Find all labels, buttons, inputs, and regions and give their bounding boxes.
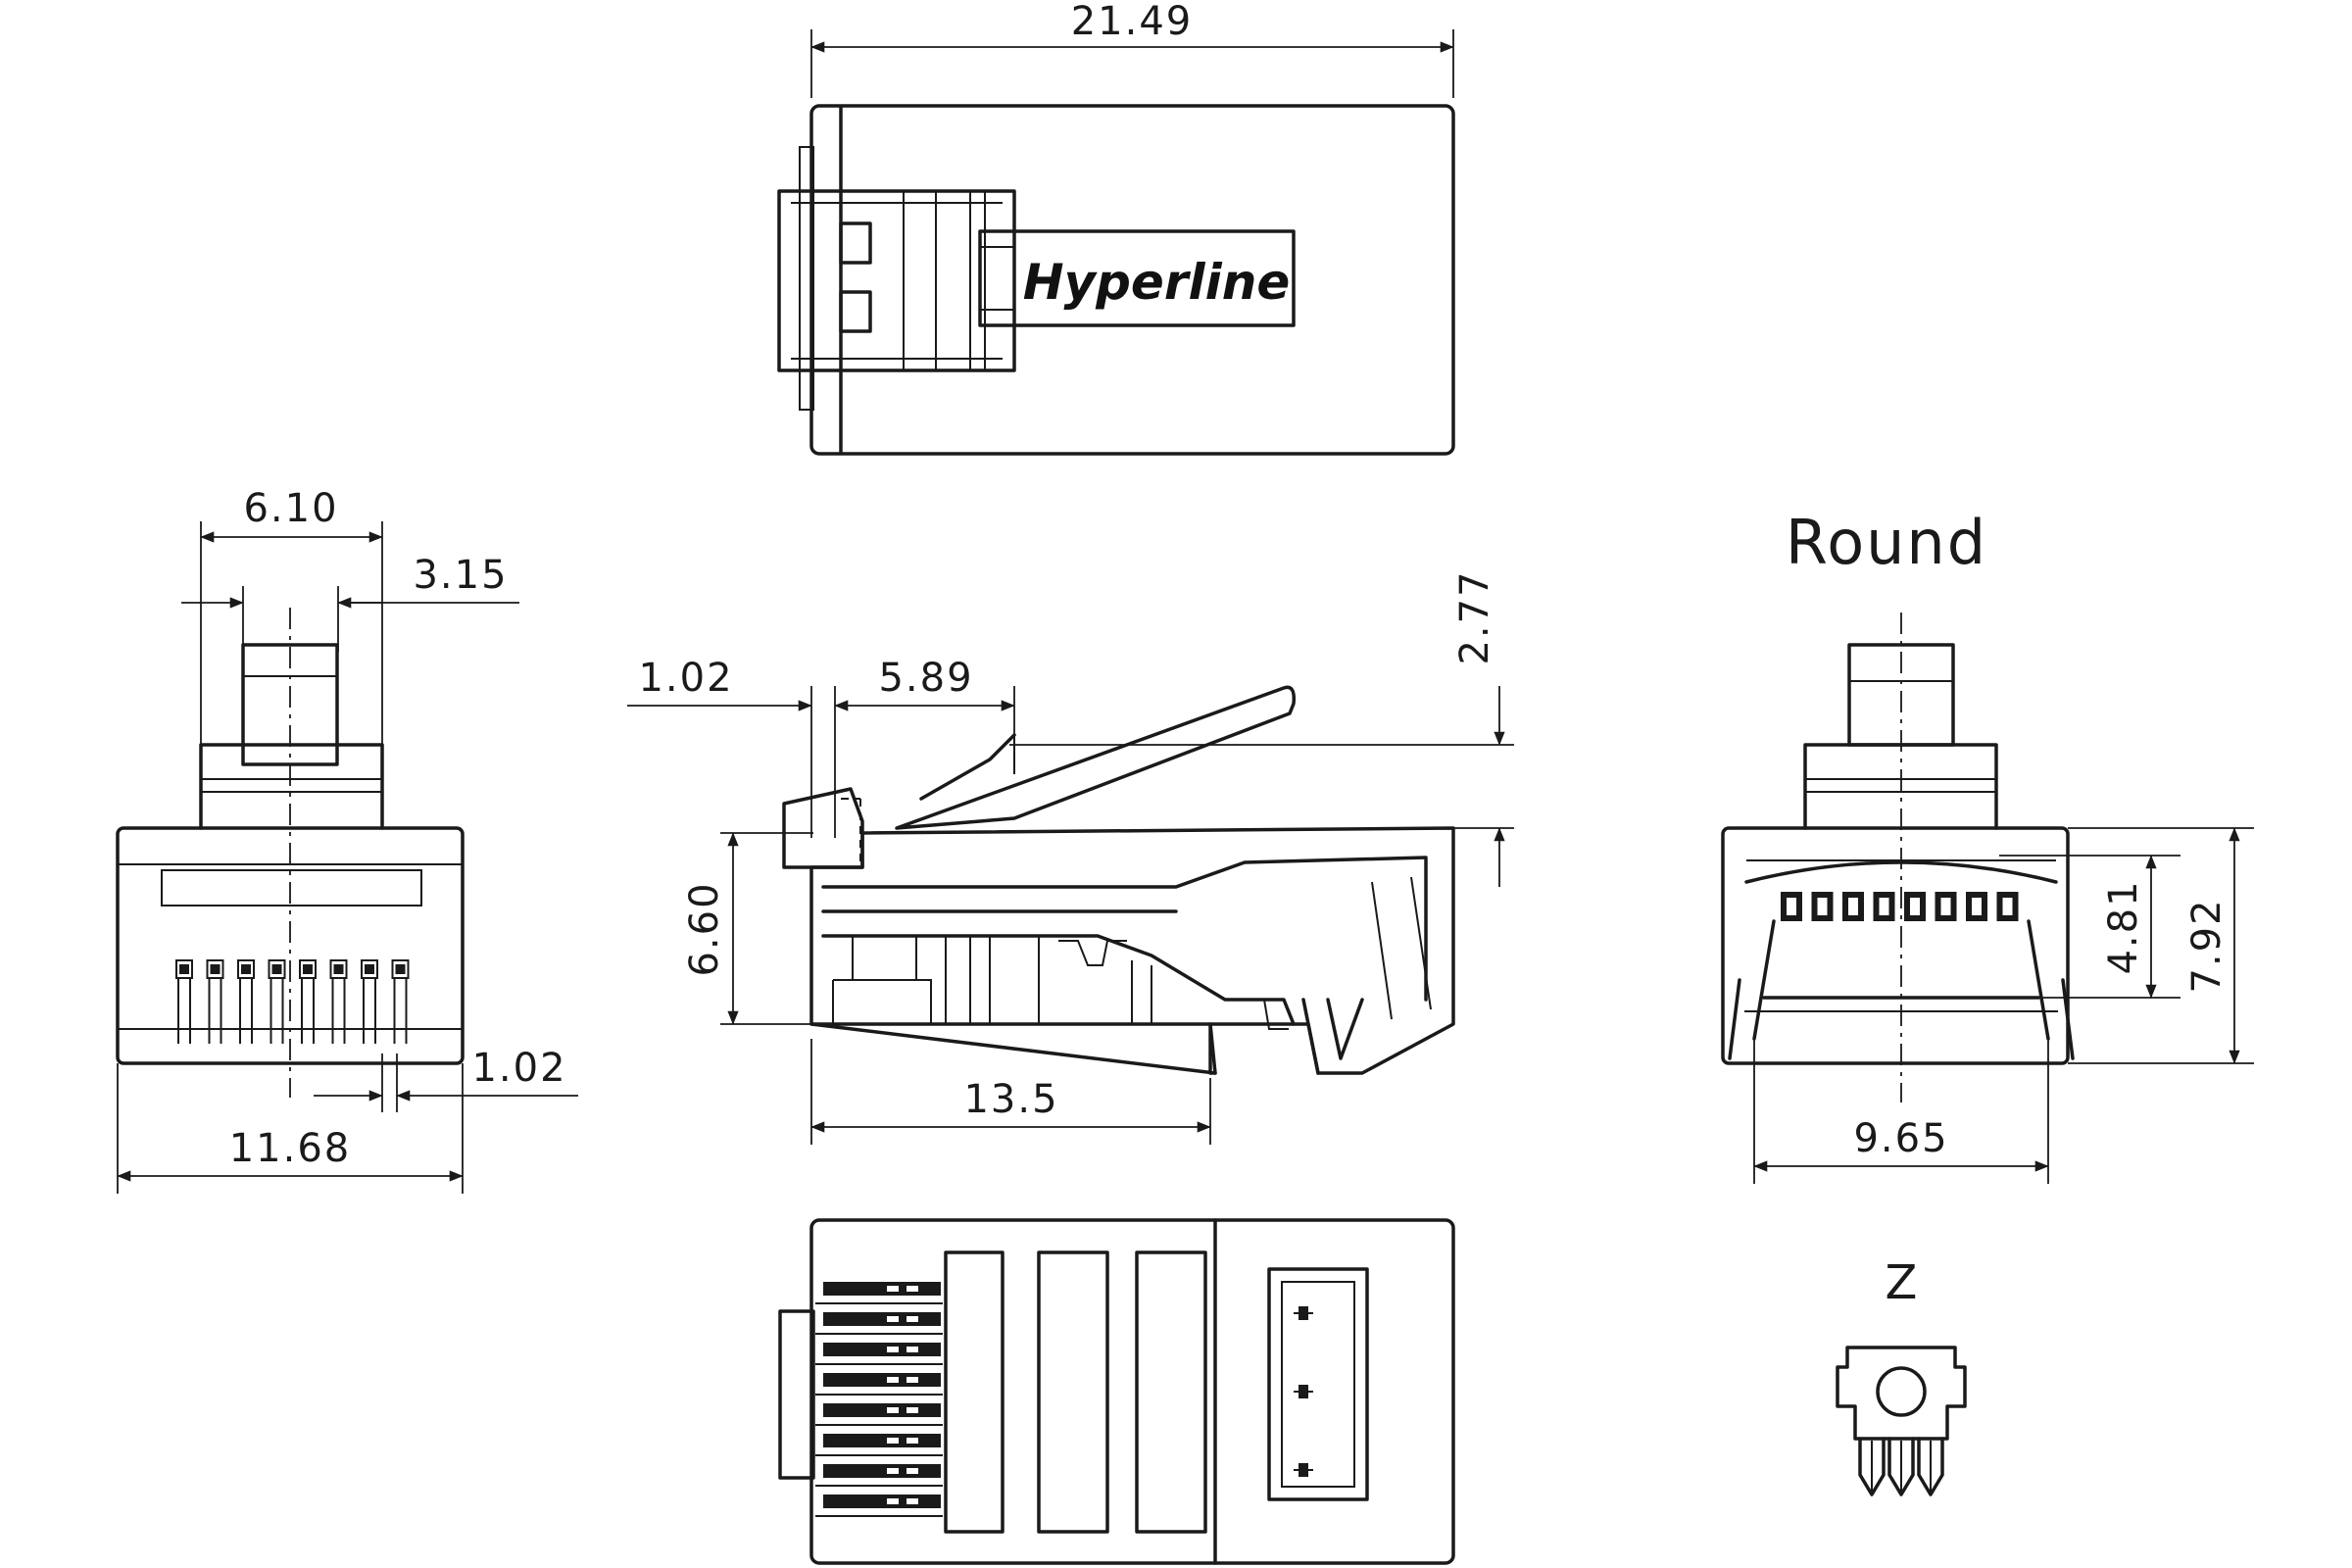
round-body-outline [1721, 826, 2070, 1065]
front-contact-blade [268, 959, 286, 1044]
front-view: 6.10 3.15 1.02 11.68 [116, 486, 578, 1194]
round-contact-slot [1781, 892, 1802, 921]
front-contact-blade [391, 959, 410, 1044]
dim-6-10-label: 6.10 [243, 486, 338, 531]
dim-side-1-02-label: 1.02 [638, 656, 733, 701]
bottom-contact-blade [815, 1464, 943, 1487]
side-view: 1.02 5.89 2.77 6.60 [627, 569, 1514, 1145]
round-title: Round [1786, 507, 1987, 578]
bottom-contact-blade [815, 1282, 943, 1304]
dim-21-49-label: 21.49 [1071, 0, 1194, 44]
dim-2-77-label: 2.77 [1452, 569, 1497, 664]
round-contact-slot [1811, 892, 1834, 921]
round-contacts [1781, 892, 2019, 921]
detail-z: Z [1836, 1255, 1967, 1496]
dim-4-81-label: 4.81 [2101, 879, 2146, 974]
front-contacts [175, 959, 410, 1044]
front-latch-tab [241, 643, 339, 766]
dim-13-5-label: 13.5 [963, 1077, 1058, 1122]
front-body-outline [116, 826, 465, 1065]
dim-7-92-label: 7.92 [2184, 898, 2230, 993]
round-contact-slot [1842, 892, 1864, 921]
round-contact-slot [1996, 892, 2019, 921]
dim-5-89-label: 5.89 [878, 656, 973, 701]
front-contact-blade [237, 959, 255, 1044]
front-contact-blade [175, 959, 193, 1044]
dim-11-68-label: 11.68 [229, 1126, 352, 1171]
bottom-contacts [815, 1282, 943, 1517]
bottom-strain-window [1267, 1267, 1369, 1501]
detail-z-label: Z [1886, 1255, 1918, 1310]
side-body-outline [809, 826, 1455, 1075]
dim-9-65-label: 9.65 [1853, 1116, 1948, 1161]
brand-logo: Hyperline [1023, 254, 1291, 311]
side-latch-arm [895, 685, 1297, 830]
bottom-body-outline [809, 1218, 1455, 1565]
dim-6-60-label: 6.60 [682, 881, 727, 976]
bottom-contact-blade [815, 1343, 943, 1365]
bottom-contact-blade [815, 1312, 943, 1335]
round-view: Round 4.81 7.92 9.65 [1721, 507, 2254, 1184]
front-contact-blade [329, 959, 348, 1044]
front-contact-blade [206, 959, 224, 1044]
front-contact-blade [299, 959, 317, 1044]
dim-front-1-02-label: 1.02 [471, 1046, 566, 1091]
bottom-contact-blade [815, 1403, 943, 1426]
bottom-contact-blade [815, 1373, 943, 1396]
top-body-outline [809, 104, 1455, 456]
front-contact-blade [361, 959, 378, 1044]
round-contact-slot [1873, 892, 1895, 921]
dim-3-15-label: 3.15 [413, 553, 508, 598]
brand-plate [978, 229, 1296, 327]
bottom-contact-blade [815, 1494, 943, 1517]
round-contact-slot [1935, 892, 1957, 921]
round-contact-slot [1966, 892, 1987, 921]
detail-z-contact [1836, 1346, 1967, 1441]
round-contact-slot [1904, 892, 1926, 921]
top-view: 21.49 Hyperline [777, 0, 1455, 456]
bottom-view [778, 1218, 1455, 1565]
bottom-contact-blade [815, 1434, 943, 1456]
